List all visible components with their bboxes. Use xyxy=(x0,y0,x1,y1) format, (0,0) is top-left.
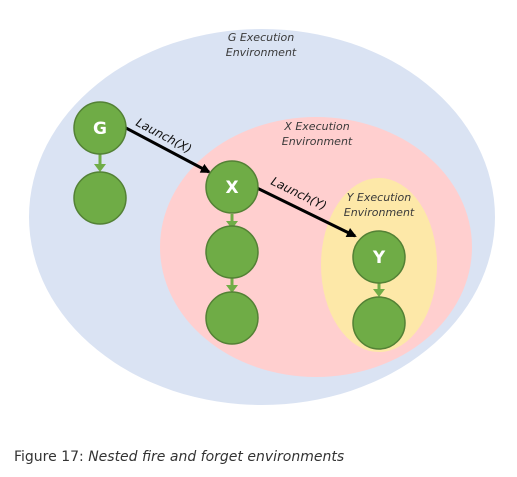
node-x-child-1 xyxy=(205,225,259,279)
launch-x-arrow xyxy=(125,126,211,174)
nested-environments-diagram: G Execution Environment X Execution Envi… xyxy=(29,29,495,405)
x-child-arrow-1 xyxy=(226,214,238,229)
node-g-label: G xyxy=(93,119,107,139)
figure-caption: Figure 17: Nested fire and forget enviro… xyxy=(14,449,344,465)
node-x: X xyxy=(205,160,259,214)
g-env-label-line2: Environment xyxy=(226,46,297,59)
g-env-label-line1: G Execution xyxy=(228,31,294,44)
node-g-child xyxy=(73,171,127,225)
node-y: Y xyxy=(352,230,406,284)
node-g: G xyxy=(73,101,127,155)
x-env-label-line1: X Execution xyxy=(283,120,349,133)
launch-y-arrow xyxy=(256,186,357,238)
x-env-label-line2: Environment xyxy=(282,135,353,148)
y-env-label-line1: Y Execution xyxy=(347,191,412,204)
node-y-label: Y xyxy=(372,248,386,268)
figure-caption-text: Nested fire and forget environments xyxy=(88,449,345,465)
y-env-label-line2: Environment xyxy=(344,206,415,219)
node-x-label: X xyxy=(225,178,238,198)
g-child-arrow xyxy=(94,154,106,172)
node-x-child-2 xyxy=(205,291,259,345)
figure-caption-prefix: Figure 17: xyxy=(14,449,84,465)
node-y-child xyxy=(352,296,406,350)
